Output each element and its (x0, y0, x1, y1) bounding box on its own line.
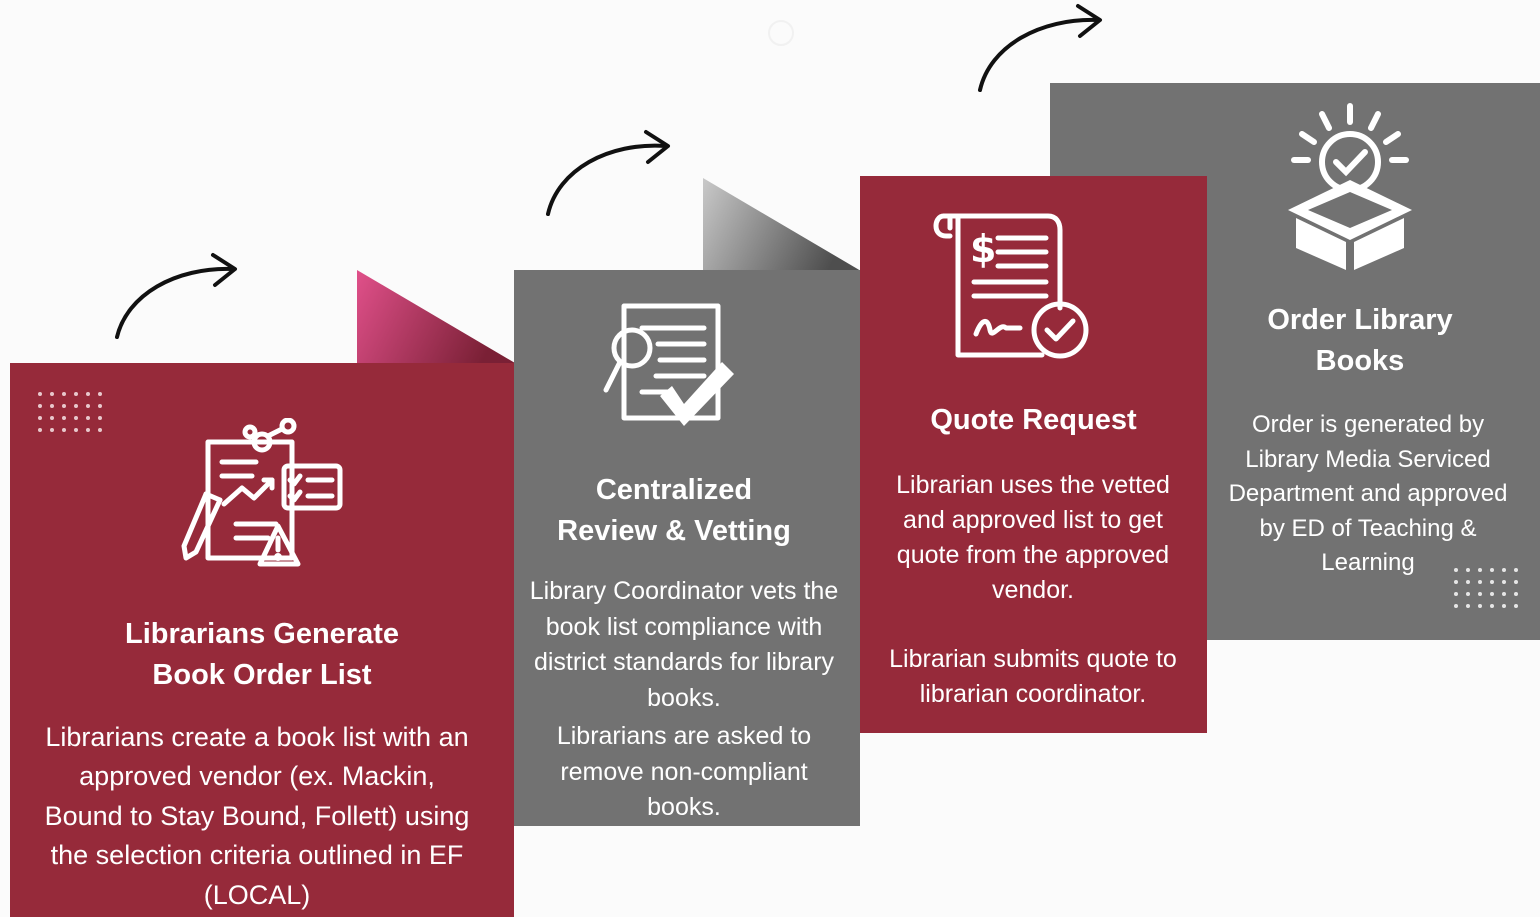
step-2-title: Centralized Review & Vetting (557, 474, 791, 547)
clipboard-chart-icon (181, 418, 343, 567)
dot-grid-decoration (38, 392, 102, 432)
dot-grid-decoration (1454, 568, 1518, 608)
panel-fold (703, 178, 861, 271)
curved-arrow-icon (115, 253, 237, 339)
panel-fold (357, 270, 515, 363)
step-3-panel (860, 176, 1207, 733)
step-3-title: Quote Request (930, 404, 1137, 436)
step-3-description-2: Librarian submits quote to librarian coo… (889, 645, 1177, 708)
box-checkmark-icon (1288, 103, 1412, 270)
decorative-circle (768, 20, 794, 46)
step-4-title: Order Library Books (1267, 304, 1453, 377)
curved-arrow-icon (546, 130, 670, 216)
step-1-description: Librarians create a book list with an ap… (44, 722, 470, 910)
svg-text:$: $ (970, 227, 996, 271)
step-4-description: Order is generated by Library Media Serv… (1228, 411, 1508, 577)
step-2-description-1: Library Coordinator vets the book list c… (529, 577, 839, 712)
step-1-panel (10, 363, 514, 917)
document-search-check-icon (603, 303, 734, 426)
step-3-description-1: Librarian uses the vetted and approved l… (896, 471, 1170, 604)
curved-arrow-icon (978, 4, 1102, 92)
invoice-approved-icon: $ (933, 213, 1089, 359)
step-2-description-2: Librarians are asked to remove non-compl… (556, 722, 812, 821)
step-1-title: Librarians Generate Book Order List (125, 618, 399, 691)
step-2-panel (514, 270, 860, 826)
